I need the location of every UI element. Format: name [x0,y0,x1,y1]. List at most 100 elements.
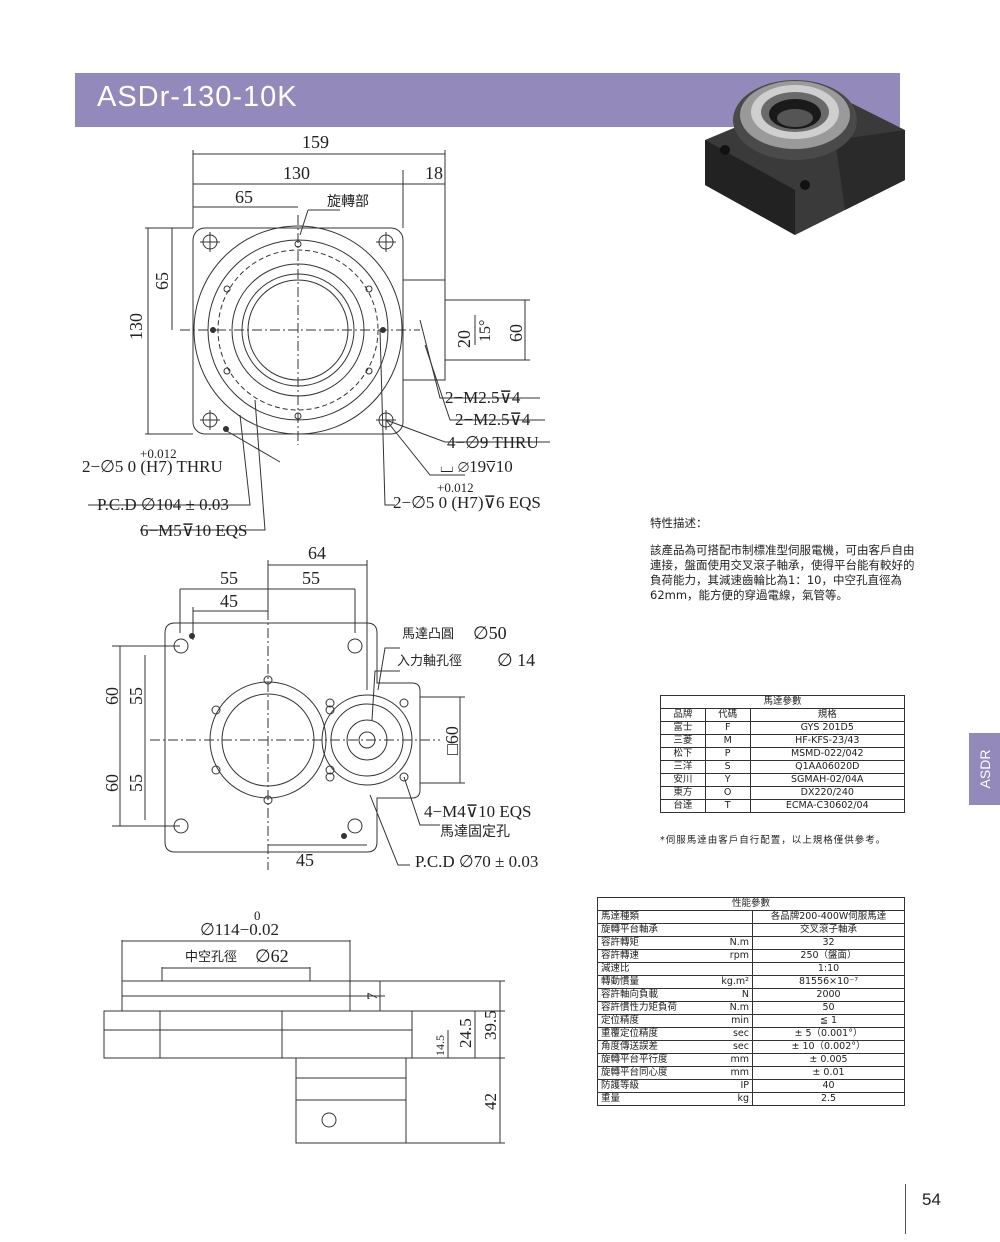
motor-cell: MSMD-022/042 [749,747,906,761]
callout-m25-b: 2−M2.5⊽4 [455,410,531,429]
perf-cell: sec [706,1027,753,1041]
motor-header-brand: 品牌 [660,708,706,722]
perf-cell [706,923,753,937]
dim-7: 7 [365,992,381,1000]
dim-64: 64 [308,543,326,563]
perf-cell: mm [706,1053,753,1067]
dim-130-width: 130 [283,163,310,183]
dim-20: 20 [454,330,474,348]
motor-cell: T [704,799,751,813]
motor-note: *伺服馬達由客戶自行配置，以上規格僅供參考。 [660,835,887,846]
perf-cell: 容許轉矩 [597,936,706,950]
perf-cell: 減速比 [597,962,706,976]
perf-cell: 50 [752,1001,905,1015]
perf-cell: 容許轉速 [597,949,706,963]
dim-55-lower: 55 [126,774,146,792]
perf-cell: 旋轉平台平行度 [597,1053,706,1067]
dim-65-height: 65 [152,272,172,290]
motor-cell: 三菱 [660,734,706,748]
perf-cell [706,962,753,976]
motor-cell: HF-KFS-23/43 [749,734,906,748]
dim-45-bottom: 45 [296,850,314,870]
motor-cell: P [704,747,751,761]
dim-42: 42 [481,1093,500,1110]
perf-cell: 交叉滾子軸承 [752,923,905,937]
perf-cell: 馬達種類 [597,910,706,924]
perf-cell [706,910,753,924]
motor-table-title: 馬達參數 [660,695,905,709]
perf-cell: 2000 [752,988,905,1002]
dim-dia114: ∅114−0.02 [200,920,279,939]
callout-pin-thru: 2−∅5 0 (H7) THRU [82,457,223,476]
dim-39-5: 39.5 [481,1010,500,1040]
perf-cell: 轉動慣量 [597,975,706,989]
motor-boss-value: ∅50 [473,623,507,643]
perf-cell: ± 10（0.002°） [752,1040,905,1054]
motor-cell: Y [704,773,751,787]
dim-55-left: 55 [220,568,238,588]
callout-m5: 6−M5⊽10 EQS [140,521,248,540]
section-tab: ASDR [969,733,1000,805]
perf-cell: 旋轉平台同心度 [597,1066,706,1080]
dim-square-60: □60 [442,726,462,755]
perf-cell: 重量 [597,1092,706,1106]
rotating-part-label: 旋轉部 [327,194,369,210]
perf-cell: 重覆定位精度 [597,1027,706,1041]
description-heading: 特性描述： [650,516,708,530]
dim-55-right: 55 [302,568,320,588]
motor-header-spec: 規格 [749,708,906,722]
perf-cell: N.m [706,936,753,950]
perf-cell: N [706,988,753,1002]
perf-cell: min [706,1014,753,1028]
motor-cell: GYS 201D5 [749,721,906,735]
perf-cell: 定位精度 [597,1014,706,1028]
callout-m4: 4−M4⊽10 EQS [424,802,532,821]
motor-cell: 安川 [660,773,706,787]
motor-cell: 富士 [660,721,706,735]
motor-boss-label: 馬達凸圓 [402,627,454,642]
motor-hole-label: 馬達固定孔 [440,824,510,840]
perf-cell: rpm [706,949,753,963]
motor-cell: ECMA-C30602/04 [749,799,906,813]
dim-60-lower: 60 [102,774,122,792]
perf-cell: ± 0.005 [752,1053,905,1067]
perf-cell: 容許軸向負載 [597,988,706,1002]
motor-cell: 台達 [660,799,706,813]
table-row: 減速比 1:10 [597,962,905,976]
perf-cell: sec [706,1040,753,1054]
perf-cell: IP [706,1079,753,1093]
dim-14-5: 14.5 [433,1035,447,1056]
perf-cell: 40 [752,1079,905,1093]
feature-description: 特性描述： 該產品為可搭配市制標准型伺服電機，可由客戶自由連接，盤面使用交叉滾子… [650,516,915,603]
motor-cell: 東方 [660,786,706,800]
page-number: 54 [922,1190,941,1209]
perf-cell: ± 5（0.001°） [752,1027,905,1041]
dim-45-top: 45 [220,591,238,611]
motor-cell: O [704,786,751,800]
dim-60-top: 60 [506,324,526,342]
pin-thru-tolerance: +0.012 [140,446,177,461]
table-row: 馬達種類各品牌200-400W伺服馬達 [597,910,905,924]
perf-cell: 角度傳送誤差 [597,1040,706,1054]
perf-cell: 1:10 [752,962,905,976]
motor-cell: S [704,760,751,774]
callout-pin-eqs: 2−∅5 0 (H7)⊽6 EQS [393,493,541,512]
input-shaft-value: ∅ 14 [497,650,535,670]
table-row: 旋轉平台軸承交叉滾子軸承 [597,923,905,937]
